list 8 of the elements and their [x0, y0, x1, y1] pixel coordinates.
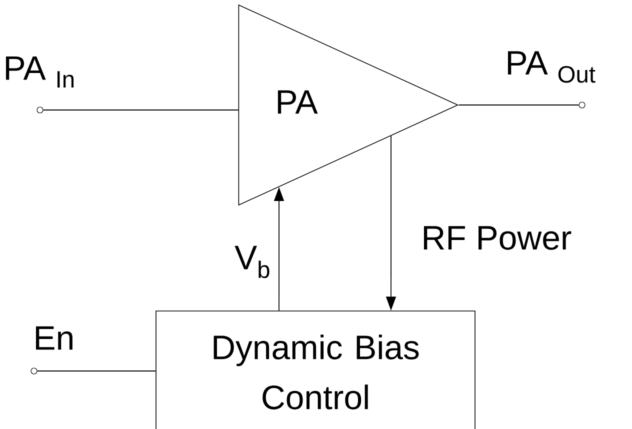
connector-line — [36, 370, 156, 372]
connector-line — [458, 104, 580, 106]
edge-label: V$_{b}$ — [234, 244, 272, 280]
terminal-label: PA $_{Out}$ — [508, 51, 596, 83]
terminal-label: En — [36, 326, 72, 350]
terminal-label: PA $_{In}$ — [6, 56, 74, 88]
edge-label: RF Power — [420, 225, 573, 251]
process-box: Dynamic Bias Control — [156, 310, 476, 429]
